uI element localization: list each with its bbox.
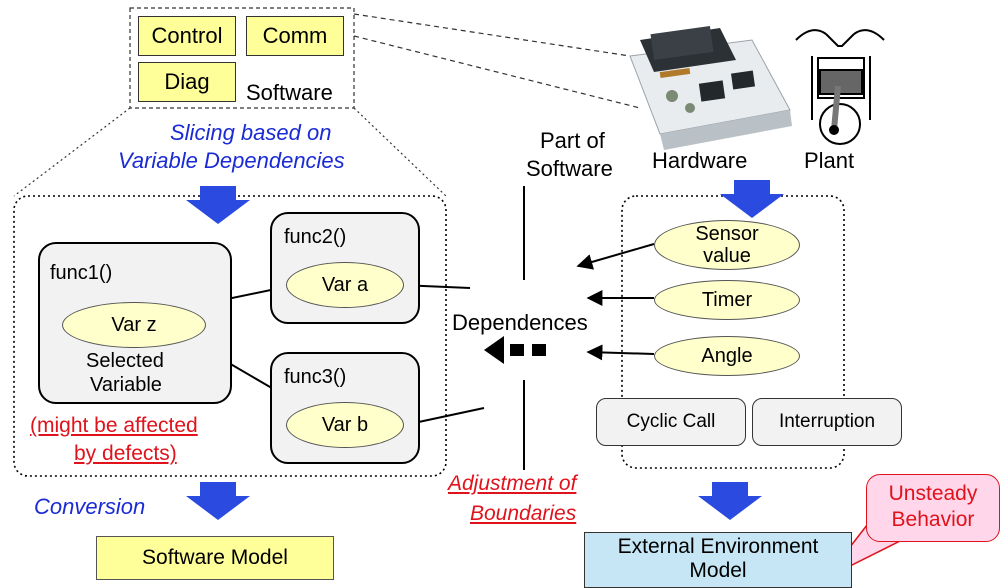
conversion-arrow (186, 482, 250, 520)
slicing-caption-line2: Variable Dependencies (118, 148, 345, 173)
ecu-hardware-image (629, 25, 792, 150)
var-a-ellipse: Var a (286, 262, 404, 308)
part-of-software-line1: Part of (540, 128, 605, 153)
software-label: Software (246, 80, 333, 105)
software-box-outline (129, 7, 355, 109)
cyclic-call-box: Cyclic Call (596, 398, 746, 446)
slicing-caption-line1: Slicing based on (170, 120, 332, 145)
part-of-software-line2: Software (526, 156, 613, 181)
adjustment-label-line2: Boundaries (470, 502, 577, 525)
unsteady-behavior-callout: Unsteady Behavior (866, 474, 1000, 542)
software-model-box: Software Model (96, 536, 334, 580)
unsteady-line1: Unsteady (888, 482, 978, 505)
func2-title: func2() (284, 226, 347, 248)
timer-ellipse: Timer (654, 280, 800, 320)
sensor-value-ellipse: Sensor value (654, 220, 800, 270)
dashed-arrow-head (484, 336, 504, 364)
external-env-model-line1: External Environment (617, 535, 819, 558)
unsteady-line2: Behavior (891, 508, 975, 531)
var-b-ellipse: Var b (286, 402, 404, 448)
zoom-line-left (13, 107, 131, 197)
plant-piston-image (795, 29, 885, 145)
plant-label: Plant (804, 148, 855, 173)
arrow-angle-to-center (586, 344, 655, 361)
external-env-model-box: External Environment Model (584, 532, 852, 588)
hardware-label: Hardware (652, 148, 748, 173)
env-model-arrow (698, 482, 762, 520)
defect-note-line1: (might be affected (30, 414, 198, 437)
zoom-line-bottom (353, 35, 641, 109)
module-comm: Comm (246, 16, 344, 56)
module-control: Control (138, 16, 236, 56)
interruption-box: Interruption (752, 398, 902, 446)
zoom-line-top (353, 13, 631, 57)
zoom-line-right (353, 107, 447, 197)
func3-title: func3() (284, 366, 347, 388)
func1-title: func1() (50, 262, 113, 284)
sensor-value-line1: Sensor (695, 223, 759, 245)
angle-ellipse: Angle (654, 336, 800, 376)
arrow-sensor-to-center (576, 243, 655, 270)
var-z-ellipse: Var z (62, 302, 206, 348)
sensor-value-line2: value (703, 245, 751, 267)
selected-label-line2: Variable (90, 374, 162, 396)
external-env-model-line2: Model (689, 559, 747, 582)
module-diag: Diag (138, 62, 236, 102)
dependences-label: Dependences (452, 310, 588, 335)
defect-note-line2: by defects) (74, 442, 177, 465)
hardware-down-arrow (720, 180, 784, 218)
conversion-label: Conversion (34, 494, 146, 519)
adjustment-label-line1: Adjustment of (448, 472, 577, 495)
slicing-arrow (186, 186, 250, 224)
selected-label-line1: Selected (86, 350, 164, 372)
